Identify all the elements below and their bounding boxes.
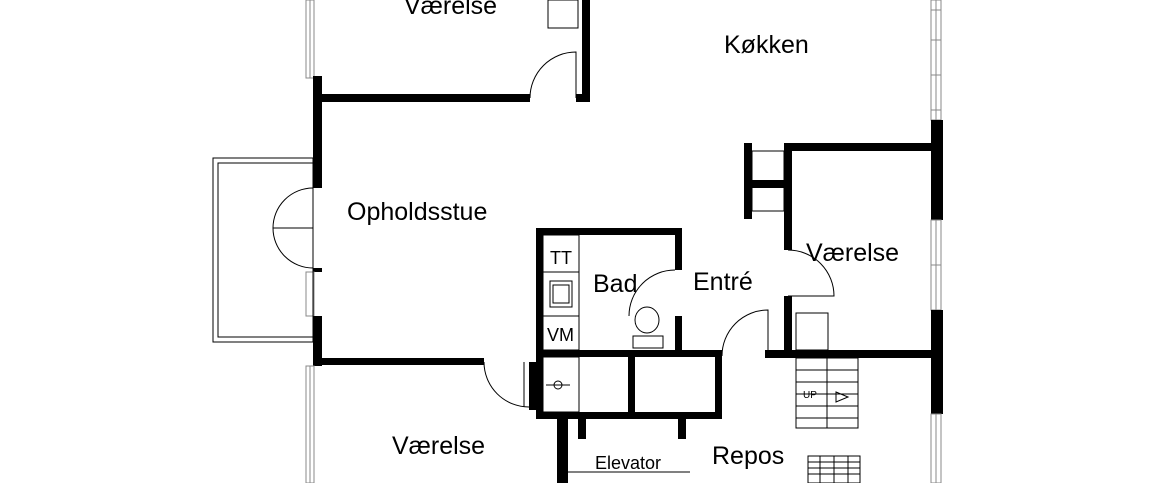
living-room-bottom-wall (322, 358, 536, 410)
room-label-bottom-left: Værelse (392, 432, 485, 460)
room-label-right: Værelse (806, 239, 899, 267)
room-label-elevator: Elevator (595, 453, 661, 473)
room-label-bath: Bad (593, 270, 637, 298)
right-exterior-wall (930, 0, 943, 483)
room-label-top-left: Værelse (404, 0, 497, 20)
room-label-kitchen: Køkken (724, 31, 809, 59)
elevator-walls (557, 419, 690, 483)
entrance-door (721, 309, 772, 358)
stairs-up-label: UP (803, 390, 817, 401)
right-room-walls (744, 143, 938, 358)
stairs (795, 357, 861, 483)
room-label-living: Opholdsstue (347, 198, 487, 226)
fixture-label-washer: VM (547, 325, 574, 345)
room-label-landing: Repos (712, 442, 784, 470)
balcony (212, 157, 314, 343)
fixture-label-toilet: TT (550, 248, 572, 268)
top-left-room-walls (322, 0, 590, 102)
room-label-entry: Entré (693, 268, 753, 296)
left-exterior-wall (305, 0, 322, 483)
bathroom-walls (536, 228, 722, 419)
